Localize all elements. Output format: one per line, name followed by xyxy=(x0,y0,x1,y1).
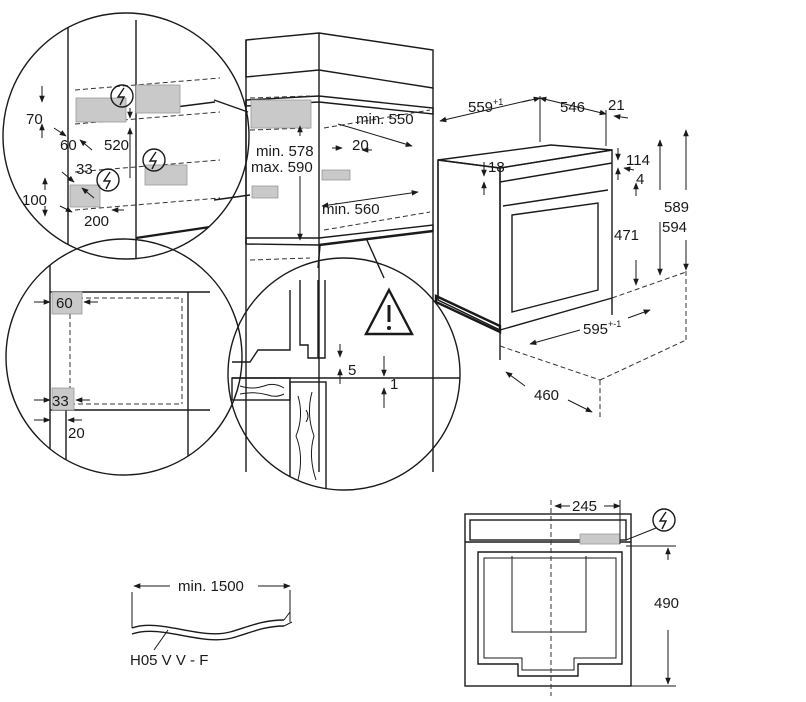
dim-114: 114 xyxy=(626,152,650,169)
dim-490: 490 xyxy=(654,595,679,612)
cable-length-label: min. 1500 xyxy=(178,578,244,595)
dim-min-560: min. 560 xyxy=(322,201,380,218)
dim-471: 471 xyxy=(614,227,639,244)
socket-area-top xyxy=(135,84,181,114)
dim-60: 60 xyxy=(60,137,77,154)
dim-min-578: min. 578 xyxy=(256,143,314,160)
dim-max-590: max. 590 xyxy=(251,159,313,176)
dim-21: 21 xyxy=(608,97,625,114)
socket-area-left-upper xyxy=(51,291,83,315)
cabinet-housing: min. 578 max. 590 min. 550 20 min. 560 xyxy=(245,32,434,472)
dim-70: 70 xyxy=(26,111,43,128)
dim-33-left: 33 xyxy=(52,393,69,410)
detail-circle-gap: 5 1 xyxy=(227,257,461,491)
socket-area-upper xyxy=(75,97,127,123)
socket-area-back xyxy=(579,533,621,545)
dim-20-left: 20 xyxy=(68,425,85,442)
cable-type-label: H05 V V - F xyxy=(130,652,208,669)
socket-area-cabinet-upper xyxy=(250,99,312,129)
socket-area-lower xyxy=(69,184,101,208)
dim-4: 4 xyxy=(636,171,644,188)
socket-area-mid xyxy=(144,164,188,186)
electric-symbol-icon xyxy=(625,508,676,541)
detail-circle-left: 60 33 20 xyxy=(5,238,243,476)
socket-area-left-lower xyxy=(51,387,75,411)
socket-area-cabinet-inner xyxy=(321,169,351,181)
socket-area-cabinet-lower xyxy=(251,185,279,199)
detail-circle-top: 70 60 520 33 100 200 xyxy=(2,12,250,260)
dim-1: 1 xyxy=(390,376,398,393)
dim-559: 559+1 xyxy=(468,97,503,116)
dim-589: 589 xyxy=(664,199,689,216)
dim-594: 594 xyxy=(662,219,687,236)
electric-symbol-icon xyxy=(96,168,120,192)
dim-546: 546 xyxy=(560,99,585,116)
oven-back-view: 245 490 xyxy=(464,498,679,696)
warning-triangle-icon xyxy=(364,287,414,336)
dim-100: 100 xyxy=(22,192,47,209)
dim-245: 245 xyxy=(572,498,597,515)
dim-200: 200 xyxy=(84,213,109,230)
oven-unit: 559+1 546 21 18 114 4 471 589 594 595+-1… xyxy=(434,96,689,420)
dim-5: 5 xyxy=(348,362,356,379)
electric-symbol-icon xyxy=(110,84,134,108)
dim-60-left: 60 xyxy=(56,295,73,312)
dim-595: 595+-1 xyxy=(583,319,621,338)
dim-460: 460 xyxy=(534,387,559,404)
power-cable: min. 1500 H05 V V - F xyxy=(130,578,293,669)
dim-18: 18 xyxy=(488,159,505,176)
electric-symbol-icon xyxy=(142,148,166,172)
dim-20-cabinet: 20 xyxy=(352,137,369,154)
dim-min-550: min. 550 xyxy=(356,111,414,128)
dim-33: 33 xyxy=(76,161,93,178)
dim-520: 520 xyxy=(104,137,129,154)
